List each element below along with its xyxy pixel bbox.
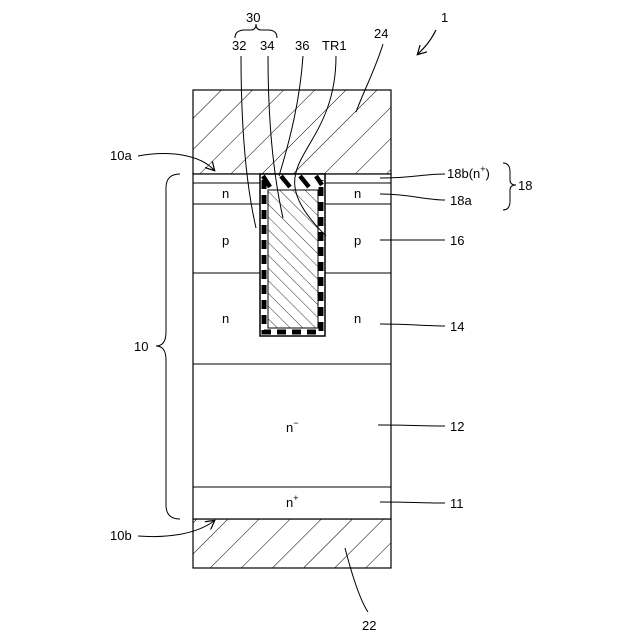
- region-n-left: n: [222, 186, 229, 201]
- region-p-left: p: [222, 233, 229, 248]
- label-16: 16: [450, 233, 464, 248]
- label-10b: 10b: [110, 528, 132, 543]
- label-11: 11: [450, 496, 464, 511]
- top-electrode: [193, 90, 391, 174]
- bracket-30: [235, 24, 277, 38]
- brace-10: [156, 174, 180, 519]
- region-n-mid-right: n: [354, 311, 361, 326]
- label-18a: 18a: [450, 193, 472, 208]
- gate-electrode: [268, 190, 318, 328]
- region-n-mid-left: n: [222, 311, 229, 326]
- brace-18: [503, 163, 516, 210]
- label-18b: 18b(n+): [447, 164, 490, 181]
- label-10a: 10a: [110, 148, 132, 163]
- label-10: 10: [134, 339, 148, 354]
- label-tr1: TR1: [322, 38, 347, 53]
- label-24: 24: [374, 26, 388, 41]
- label-14: 14: [450, 319, 464, 334]
- label-30: 30: [246, 10, 260, 25]
- figure-arrow: [418, 30, 436, 54]
- region-n-right: n: [354, 186, 361, 201]
- label-18: 18: [518, 178, 532, 193]
- label-22: 22: [362, 618, 376, 633]
- bottom-electrode: [193, 519, 391, 568]
- label-34: 34: [260, 38, 274, 53]
- label-32: 32: [232, 38, 246, 53]
- figure-number: 1: [441, 10, 448, 25]
- region-p-right: p: [354, 233, 361, 248]
- label-12: 12: [450, 419, 464, 434]
- label-36: 36: [295, 38, 309, 53]
